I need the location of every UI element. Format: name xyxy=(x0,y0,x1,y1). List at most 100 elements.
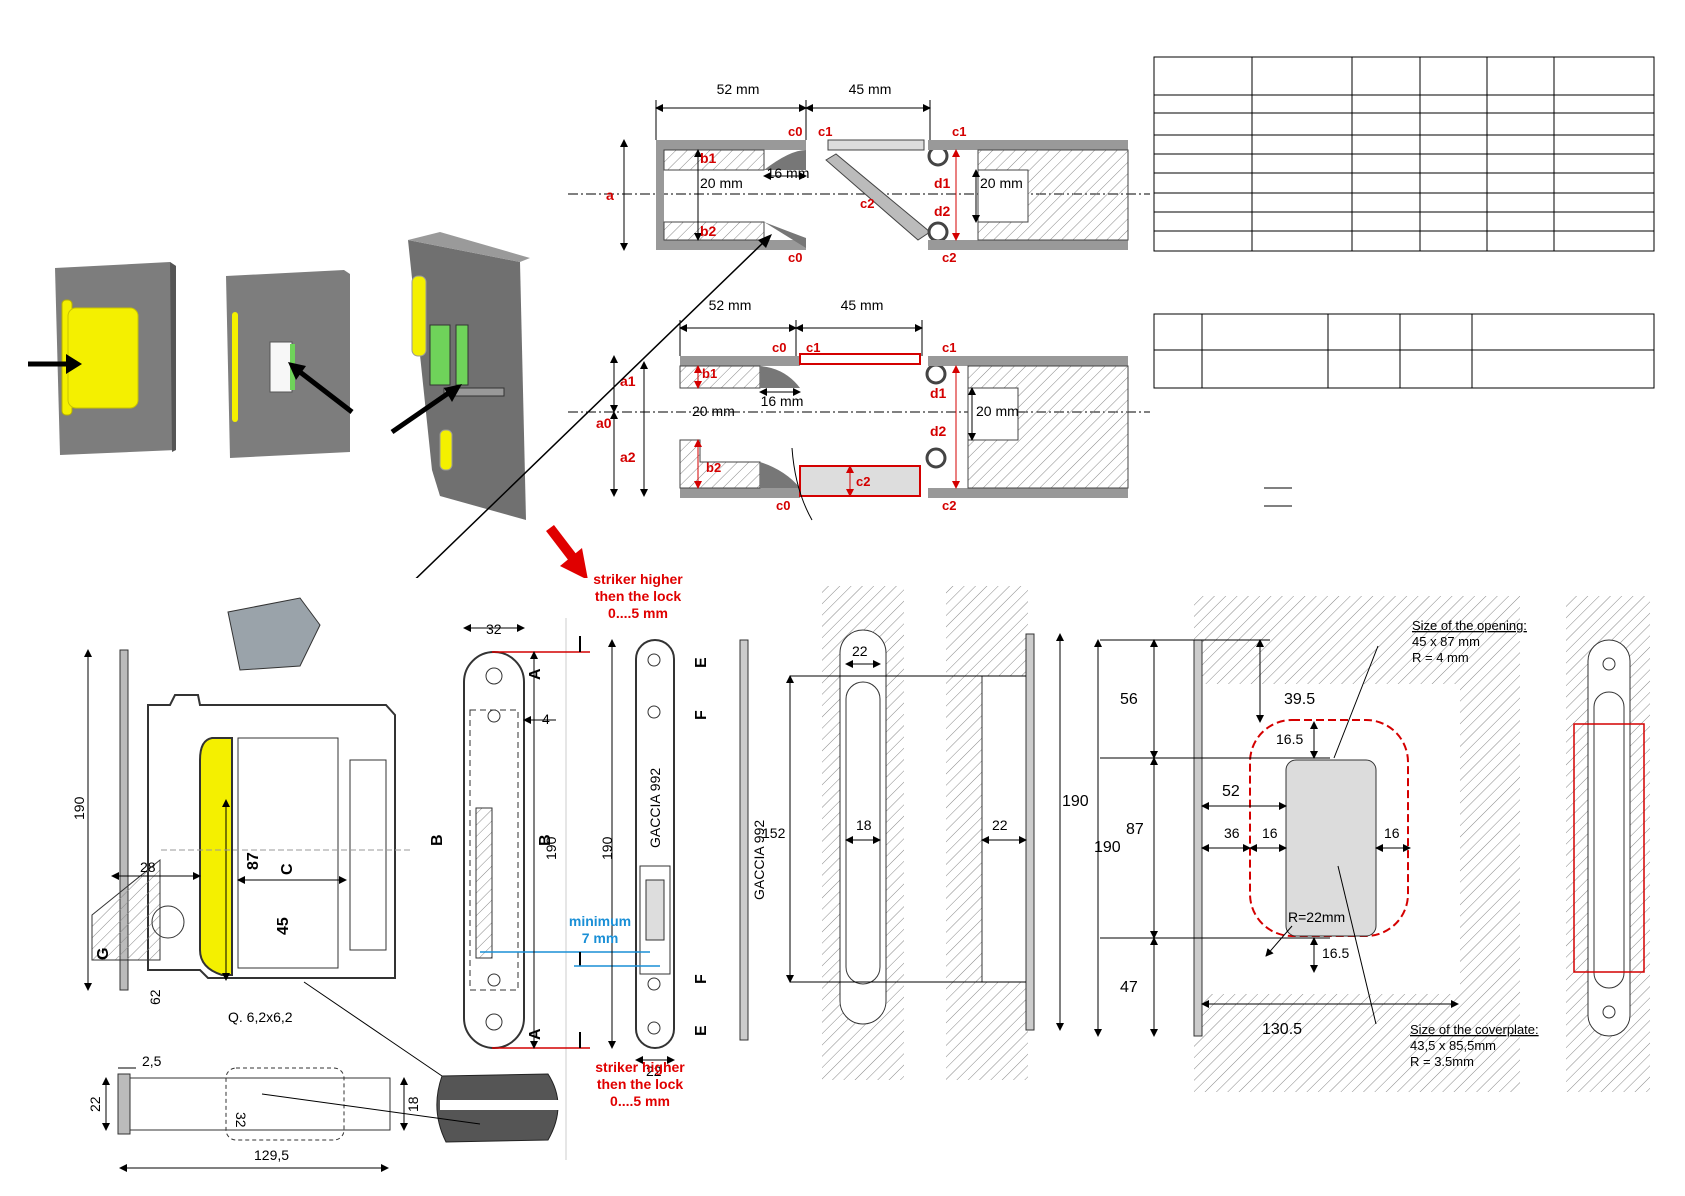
label-c2-box: c2 xyxy=(856,474,870,489)
dim-87: 87 xyxy=(245,852,262,870)
label-A-top: A xyxy=(527,668,544,680)
label-C-lock: C xyxy=(279,863,296,875)
dim-129-5: 129,5 xyxy=(254,1147,289,1163)
render-striker-assembly xyxy=(408,232,530,520)
label-c2-bottom: c2 xyxy=(942,250,956,265)
label-c0-bottom-2: c0 xyxy=(776,498,790,513)
dim-52mm-2: 52 mm xyxy=(709,297,752,313)
dim-16mm-2: 16 mm xyxy=(761,393,804,409)
dim-22-latch: 22 xyxy=(87,1096,103,1112)
label-b1: b1 xyxy=(700,150,717,166)
dim-190-lock: 190 xyxy=(71,796,87,820)
label-c0-top-2: c0 xyxy=(772,340,786,355)
cover-line1: 43,5 x 85,5mm xyxy=(1410,1038,1496,1053)
label-F-bottom: F xyxy=(693,974,710,984)
dim-28: 28 xyxy=(140,859,156,875)
label-A-bottom: A xyxy=(527,1028,544,1040)
label-B-left: B xyxy=(429,834,446,846)
render-lock-narrow xyxy=(226,270,350,458)
dim-16-left: 16 xyxy=(1262,825,1278,841)
arrow-3 xyxy=(390,384,462,435)
note-bot-3: 0....5 mm xyxy=(610,1093,670,1109)
label-d1: d1 xyxy=(934,175,951,191)
label-B-right: B xyxy=(537,834,554,846)
dim-52mm: 52 mm xyxy=(717,81,760,97)
label-a1: a1 xyxy=(620,373,636,389)
dim-45: 45 xyxy=(275,917,292,935)
frame-section: 22 18 152 22 190 xyxy=(762,586,1089,1080)
dim-22-frame-mid: 22 xyxy=(992,817,1008,833)
note-top-1: striker higher xyxy=(593,571,683,587)
dim-16-5-bottom: 16.5 xyxy=(1322,945,1349,961)
label-d2: d2 xyxy=(934,203,951,219)
dim-87-opening: 87 xyxy=(1126,821,1144,838)
dim-39-5: 39.5 xyxy=(1284,691,1315,708)
dim-32-latch: 32 xyxy=(233,1112,249,1128)
label-c1-right: c1 xyxy=(952,124,966,139)
dim-56: 56 xyxy=(1120,691,1138,708)
cover-line2: R = 3.5mm xyxy=(1410,1054,1474,1069)
dim-62: 62 xyxy=(147,989,163,1005)
dim-R22: R=22mm xyxy=(1288,909,1345,925)
dim-20mm-left: 20 mm xyxy=(700,175,743,191)
dim-190-opening: 190 xyxy=(1094,839,1121,856)
striker-drawing: 32 4 190 190 22 B B A A E F F E GACCIA 9… xyxy=(429,571,767,1160)
dim-190-frame: 190 xyxy=(1062,793,1089,810)
dim-190-striker-a: 190 xyxy=(543,836,559,860)
label-c1-left-2: c1 xyxy=(806,340,820,355)
dim-18-latch: 18 xyxy=(405,1096,421,1112)
label-d1-2: d1 xyxy=(930,385,947,401)
dim-22-frame-top: 22 xyxy=(852,643,868,659)
label-E-bottom: E xyxy=(693,1025,710,1036)
dim-18-frame: 18 xyxy=(856,817,872,833)
note-top-3: 0....5 mm xyxy=(608,605,668,621)
dim-190-striker-b: 190 xyxy=(599,836,615,860)
red-arrow xyxy=(546,524,588,580)
dim-152: 152 xyxy=(762,825,786,841)
dim-32-striker: 32 xyxy=(486,621,502,637)
label-c1-left: c1 xyxy=(818,124,832,139)
lock-drawing: 190 28 87 45 62 C G Q. 6,2x6,2 2,5 22 32… xyxy=(44,578,766,1172)
label-a0: a0 xyxy=(596,415,612,431)
dim-45mm: 45 mm xyxy=(849,81,892,97)
note-min-1: minimum xyxy=(569,913,631,929)
section-diagram-1: 52 mm 45 mm 16 mm 20 mm 20 mm a b1 b2 c0… xyxy=(568,81,1150,265)
hole-size: Q. 6,2x6,2 xyxy=(228,1009,293,1025)
opening-line1: 45 x 87 mm xyxy=(1412,634,1480,649)
label-E-top: E xyxy=(693,657,710,668)
dim-22-striker: 22 xyxy=(646,1063,662,1079)
dim-130-5: 130.5 xyxy=(1262,1021,1302,1038)
dim-16-5-top: 16.5 xyxy=(1276,731,1303,747)
table-1 xyxy=(1153,56,1655,252)
label-b2: b2 xyxy=(700,223,717,239)
engraving-2: GACCIA 992 xyxy=(751,820,767,900)
label-G: G xyxy=(95,948,112,960)
label-d2-2: d2 xyxy=(930,423,947,439)
label-a: a xyxy=(606,187,614,203)
note-min-2: 7 mm xyxy=(582,930,619,946)
dim-45mm-2: 45 mm xyxy=(841,297,884,313)
label-c2-bottom-2: c2 xyxy=(942,498,956,513)
dim-16-right: 16 xyxy=(1384,825,1400,841)
note-top-2: then the lock xyxy=(595,588,682,604)
label-c0-bottom: c0 xyxy=(788,250,802,265)
section-diagram-2: 52 mm 45 mm 16 mm 20 mm 20 mm a1 a0 a2 b… xyxy=(568,297,1150,521)
label-c1-right-2: c1 xyxy=(942,340,956,355)
label-b1-2: b1 xyxy=(702,366,717,381)
dim-2-5: 2,5 xyxy=(142,1053,162,1069)
dim-52-opening: 52 xyxy=(1222,783,1240,800)
cover-title: Size of the coverplate: xyxy=(1410,1022,1539,1037)
arrow-1 xyxy=(28,354,82,374)
opening-line2: R = 4 mm xyxy=(1412,650,1469,665)
label-c2-mid: c2 xyxy=(860,196,874,211)
label-F-top: F xyxy=(693,710,710,720)
dim-47: 47 xyxy=(1120,979,1138,996)
label-a2: a2 xyxy=(620,449,636,465)
opening-drawing: 190 56 87 47 39.5 16.5 52 36 16 16 R=22m… xyxy=(1094,596,1539,1092)
note-bot-1: striker higher xyxy=(595,1059,685,1075)
far-right-plate xyxy=(1566,596,1650,1092)
render-lock-yellow-face xyxy=(55,262,176,455)
dim-4: 4 xyxy=(542,711,550,727)
